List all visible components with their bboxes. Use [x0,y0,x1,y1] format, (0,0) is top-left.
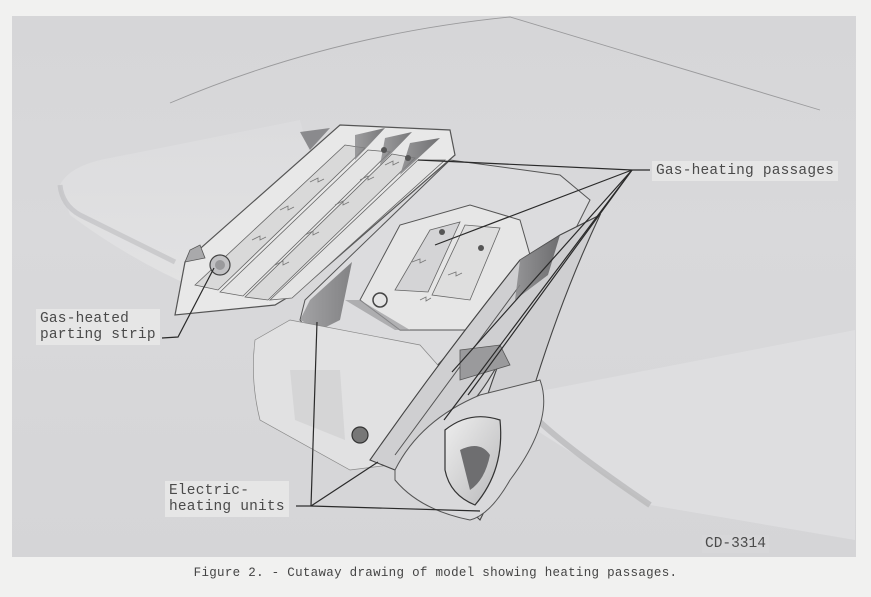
figure-code: CD-3314 [702,535,769,553]
leader-line-gas-heated-parting-strip [161,267,215,339]
callout-gas-heated-parting-strip: Gas-heated parting strip [36,309,160,345]
wing-trailing-panel-right [519,330,855,540]
middle-passage-module [345,204,531,331]
leader-lines-gas-heating-passages [417,159,650,421]
lower-heating-unit [394,379,545,521]
figure-caption: Figure 2. - Cutaway drawing of model sho… [193,566,678,580]
callout-electric-heating-units: Electric- heating units [165,481,289,517]
leader-lines-electric-heating-units [296,321,481,512]
upper-passage-module [174,124,456,316]
callout-gas-heating-passages: Gas-heating passages [652,161,839,181]
wing-outline [169,16,821,111]
